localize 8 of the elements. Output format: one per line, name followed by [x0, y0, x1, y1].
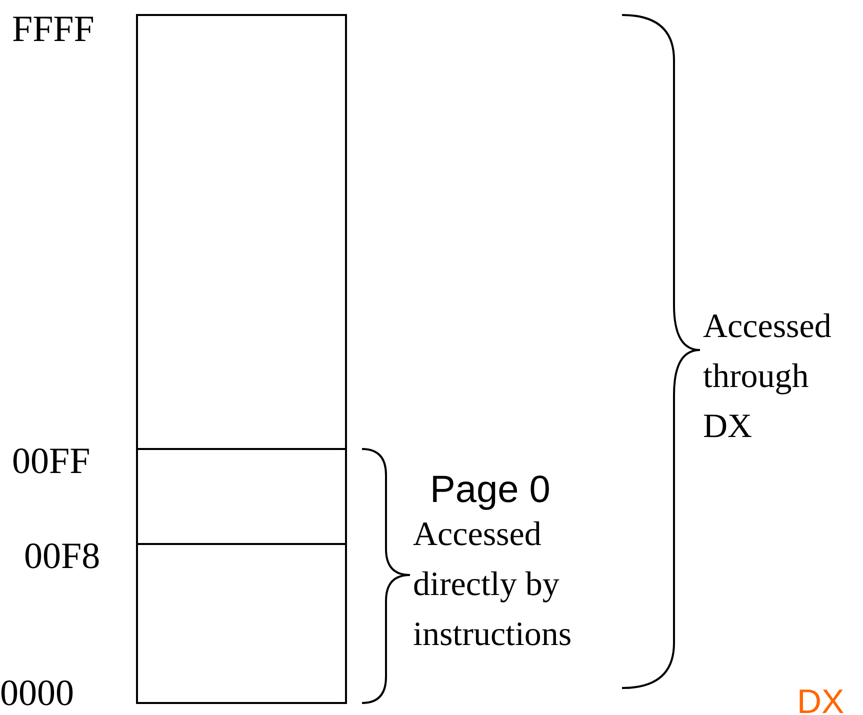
region-description: Accessed through DX — [703, 307, 832, 447]
address-label: FFFF — [12, 8, 96, 52]
address-label: 00FF — [12, 440, 92, 484]
address-label: 0000 — [0, 672, 75, 715]
region-title: Page 0 — [430, 468, 552, 513]
register-label: DX — [797, 682, 846, 715]
address-label: 00F8 — [24, 535, 102, 579]
region-description: Accessed directly by instructions — [413, 515, 573, 655]
